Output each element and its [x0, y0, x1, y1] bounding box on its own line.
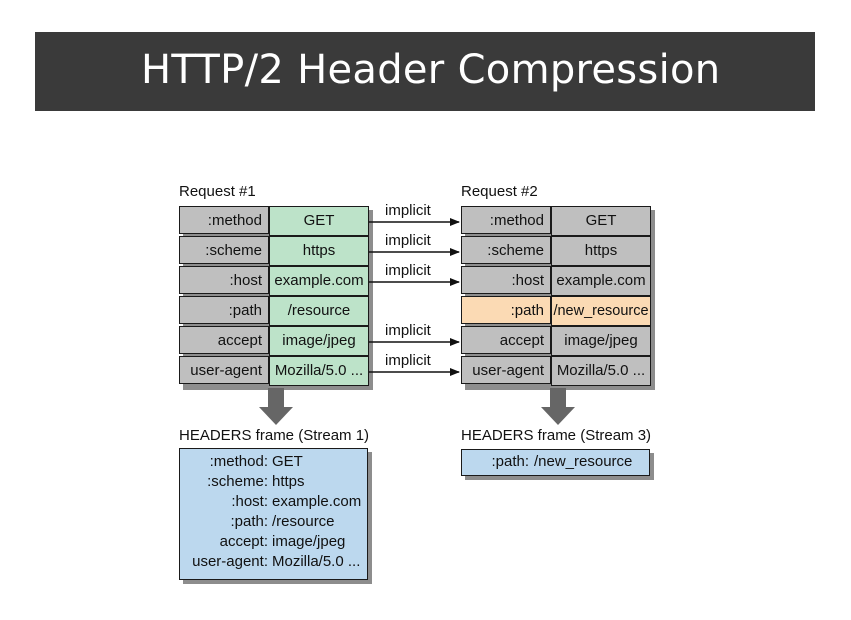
header-name-cell: user-agent [461, 356, 551, 384]
implicit-label: implicit [385, 352, 431, 369]
frame3-label: HEADERS frame (Stream 3) [461, 427, 652, 444]
frame1-line: :scheme: https [180, 472, 369, 492]
header-value-cell: example.com [269, 266, 369, 296]
frame1-label: HEADERS frame (Stream 1) [179, 427, 370, 444]
request1-label: Request #1 [179, 183, 256, 200]
request2-table: :method GET :scheme https :host example.… [461, 206, 651, 386]
frame1-line: :method: GET [180, 452, 369, 472]
frame1-line: :path: /resource [180, 512, 369, 532]
header-value-cell: Mozilla/5.0 ... [269, 356, 369, 386]
title-bar: HTTP/2 Header Compression [35, 32, 815, 111]
header-name-cell: :method [461, 206, 551, 234]
frame-line-value: https [272, 473, 305, 490]
header-value-cell: image/jpeg [269, 326, 369, 356]
frame1-line: user-agent: Mozilla/5.0 ... [180, 552, 369, 572]
slide-title: HTTP/2 Header Compression [141, 47, 721, 93]
header-name-cell: :path [461, 296, 551, 324]
header-name-cell: accept [461, 326, 551, 354]
header-value-cell: Mozilla/5.0 ... [551, 356, 651, 386]
down-arrow-icon [541, 388, 575, 425]
header-value-cell: GET [551, 206, 651, 236]
frame-line-name: :method: [209, 453, 268, 470]
header-name-cell: :scheme [461, 236, 551, 264]
implicit-label: implicit [385, 262, 431, 279]
header-value-cell: /new_resource [551, 296, 651, 326]
frame-line-value: Mozilla/5.0 ... [272, 553, 361, 570]
frame-line-value: GET [272, 453, 303, 470]
frame-line-value: example.com [272, 493, 362, 510]
header-name-cell: :method [179, 206, 269, 234]
header-name-cell: :host [461, 266, 551, 294]
header-value-cell: image/jpeg [551, 326, 651, 356]
implicit-label: implicit [385, 232, 431, 249]
header-name-cell: accept [179, 326, 269, 354]
down-arrow-icon [259, 388, 293, 425]
implicit-label: implicit [385, 202, 431, 219]
header-name-cell: :path [179, 296, 269, 324]
header-value-cell: example.com [551, 266, 651, 296]
frame-line-value: /new_resource [534, 453, 633, 470]
request2-label: Request #2 [461, 183, 538, 200]
header-name-cell: :scheme [179, 236, 269, 264]
header-value-cell: https [551, 236, 651, 266]
frame1-box: :method: GET :scheme: https :host: examp… [179, 448, 368, 580]
frame-line-name: :scheme: [207, 473, 268, 490]
frame-line-name: :path: [491, 453, 529, 470]
frame-line-value: /resource [272, 513, 335, 530]
frame3-box: :path: /new_resource [461, 449, 650, 476]
header-name-cell: :host [179, 266, 269, 294]
frame-line-name: user-agent: [192, 553, 268, 570]
header-name-cell: user-agent [179, 356, 269, 384]
header-value-cell: GET [269, 206, 369, 236]
frame-line-value: image/jpeg [272, 533, 346, 550]
request1-table: :method GET :scheme https :host example.… [179, 206, 369, 386]
header-value-cell: https [269, 236, 369, 266]
frame-line-name: :host: [231, 493, 268, 510]
frame3-line: :path: /new_resource [462, 452, 651, 472]
frame-line-name: accept: [219, 533, 268, 550]
frame-line-name: :path: [230, 513, 268, 530]
implicit-label: implicit [385, 322, 431, 339]
frame1-line: accept: image/jpeg [180, 532, 369, 552]
header-value-cell: /resource [269, 296, 369, 326]
frame1-line: :host: example.com [180, 492, 369, 512]
